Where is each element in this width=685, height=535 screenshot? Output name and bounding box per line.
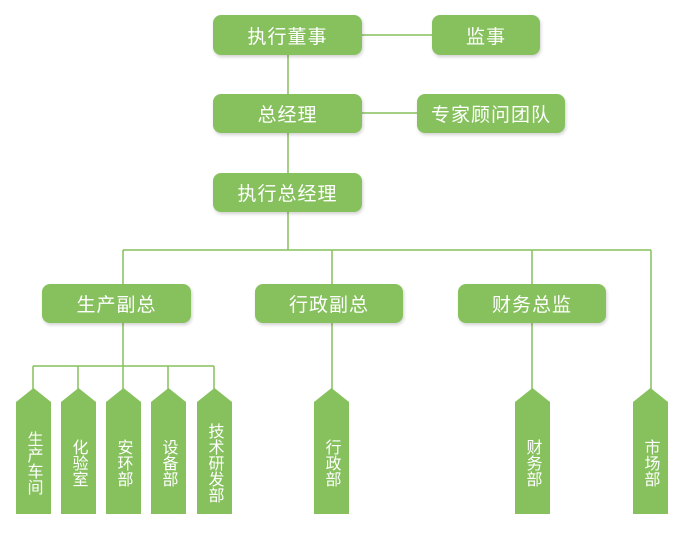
dept-equipment: 设备部	[151, 388, 186, 514]
node-executive-gm: 执行总经理	[213, 173, 362, 212]
dept-laboratory: 化验室	[61, 388, 96, 514]
node-expert-team: 专家顾问团队	[417, 94, 565, 133]
dept-label: 化验室	[69, 439, 89, 487]
node-general-manager: 总经理	[213, 94, 362, 133]
dept-label: 设备部	[159, 439, 179, 487]
dept-label: 安环部	[114, 439, 134, 487]
node-vp-production: 生产副总	[42, 284, 191, 323]
dept-label: 生产车间	[24, 431, 44, 495]
dept-label: 财务部	[523, 439, 543, 487]
dept-administration: 行政部	[314, 388, 349, 514]
node-vp-admin: 行政副总	[255, 284, 403, 323]
dept-tech-rd: 技术研发部	[197, 388, 232, 514]
dept-marketing: 市场部	[633, 388, 668, 514]
dept-finance: 财务部	[515, 388, 550, 514]
dept-label: 技术研发部	[205, 423, 225, 503]
node-supervisor: 监事	[432, 15, 540, 55]
dept-label: 市场部	[641, 439, 661, 487]
node-executive-director: 执行董事	[213, 15, 362, 55]
dept-production-workshop: 生产车间	[16, 388, 51, 514]
dept-label: 行政部	[322, 439, 342, 487]
node-cfo: 财务总监	[458, 284, 606, 323]
dept-safety-environment: 安环部	[106, 388, 141, 514]
